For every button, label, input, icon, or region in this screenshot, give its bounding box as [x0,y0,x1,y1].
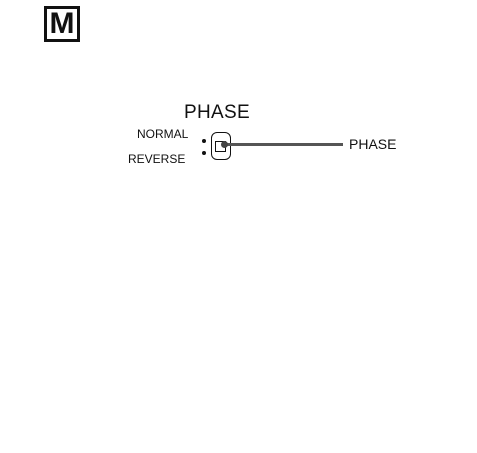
phase-option-reverse-label: REVERSE [128,152,186,166]
phase-panel-title: PHASE [184,102,250,123]
phase-option-normal-label: NORMAL [137,127,189,141]
phase-callout-label: PHASE [349,136,397,152]
reverse-position-dot-icon [202,151,206,155]
normal-position-dot-icon [202,139,206,143]
mode-badge-letter: M [49,7,75,40]
callout-leader-dot-icon [221,141,228,148]
mode-badge-m: M [44,6,80,42]
callout-leader-line [226,143,343,146]
